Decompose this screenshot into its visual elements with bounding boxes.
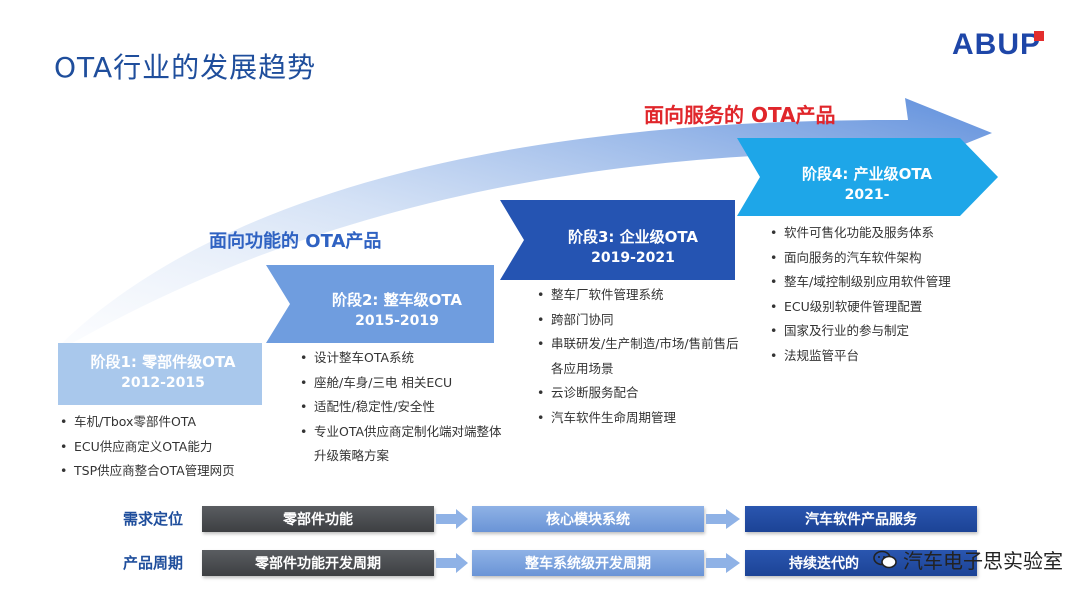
bullet: 面向服务的汽车软件架构 [770, 246, 1010, 271]
company-logo: ABUP [952, 28, 1045, 62]
flow-arrow-icon [706, 553, 740, 573]
bullet: 整车厂软件管理系统 [537, 283, 762, 308]
row-label-demand: 需求定位 [123, 510, 184, 528]
stage2-title: 阶段2: 整车级OTA [331, 291, 463, 309]
stage3-bullets: 整车厂软件管理系统 跨部门协同 串联研发/生产制造/市场/售前售后 各应用场景 … [537, 283, 762, 430]
bullet: 法规监管平台 [770, 344, 1010, 369]
stage1-header: 阶段1: 零部件级OTA 2012-2015 [58, 352, 268, 394]
bullet: 软件可售化功能及服务体系 [770, 221, 1010, 246]
bullet: 座舱/车身/三电 相关ECU [300, 371, 528, 396]
pill-component-dev-cycle: 零部件功能开发周期 [202, 550, 434, 576]
flow-arrow-icon [706, 509, 740, 529]
stage2-header: 阶段2: 整车级OTA 2015-2019 [286, 290, 508, 332]
bullet: ECU级别软硬件管理配置 [770, 295, 1010, 320]
stage1-years: 2012-2015 [121, 375, 205, 391]
stage3-title: 阶段3: 企业级OTA [567, 228, 699, 246]
stage1-bullets: 车机/Tbox零部件OTA ECU供应商定义OTA能力 TSP供应商整合OTA管… [60, 410, 270, 484]
flow-arrow-icon [436, 553, 468, 573]
stage2-bullets: 设计整车OTA系统 座舱/车身/三电 相关ECU 适配性/稳定性/安全性 专业O… [300, 346, 528, 469]
pill-component-function: 零部件功能 [202, 506, 434, 532]
flow-arrow-icon [436, 509, 468, 529]
stage2-years: 2015-2019 [355, 313, 439, 329]
stage4-years: 2021- [844, 187, 890, 203]
stage4-bullets: 软件可售化功能及服务体系 面向服务的汽车软件架构 整车/域控制级别应用软件管理 … [770, 221, 1010, 368]
stage4-title: 阶段4: 产业级OTA [801, 165, 933, 183]
stage2-block [266, 265, 494, 343]
watermark-text: 汽车电子思实验室 [903, 549, 1063, 573]
bullet: 专业OTA供应商定制化端对端整体 [300, 420, 528, 445]
row-label-cycle: 产品周期 [123, 554, 184, 572]
bullet-continuation: 升级策略方案 [314, 448, 390, 463]
bullet: 适配性/稳定性/安全性 [300, 395, 528, 420]
watermark: 汽车电子思实验室 [873, 545, 1063, 574]
stage4-header: 阶段4: 产业级OTA 2021- [756, 164, 978, 206]
bullet: TSP供应商整合OTA管理网页 [60, 459, 270, 484]
stage3-header: 阶段3: 企业级OTA 2019-2021 [518, 227, 748, 269]
bullet: 车机/Tbox零部件OTA [60, 410, 270, 435]
chat-bubble-icon [873, 550, 897, 568]
stage4-block [737, 138, 998, 216]
bullet: 串联研发/生产制造/市场/售前售后 [537, 332, 762, 357]
bullet: 汽车软件生命周期管理 [537, 406, 762, 431]
stage1-block [58, 343, 262, 405]
service-oriented-label: 面向服务的 OTA产品 [644, 103, 836, 127]
stage3-years: 2019-2021 [591, 250, 675, 266]
bullet: 跨部门协同 [537, 308, 762, 333]
bullet: 设计整车OTA系统 [300, 346, 528, 371]
function-oriented-label: 面向功能的 OTA产品 [209, 231, 382, 252]
stage3-block [500, 200, 735, 280]
pill-continuous-iteration: 持续迭代的 [745, 550, 977, 576]
pill-software-service: 汽车软件产品服务 [745, 506, 977, 532]
bullet-continuation: 各应用场景 [551, 360, 614, 376]
stage1-title: 阶段1: 零部件级OTA [90, 353, 236, 371]
bullet: 整车/域控制级别应用软件管理 [770, 270, 1010, 295]
pill-core-module: 核心模块系统 [472, 506, 704, 532]
pill-vehicle-dev-cycle: 整车系统级开发周期 [472, 550, 704, 576]
bullet: ECU供应商定义OTA能力 [60, 435, 270, 460]
page-title: OTA行业的发展趋势 [54, 51, 317, 84]
bullet: 国家及行业的参与制定 [770, 319, 1010, 344]
bullet: 云诊断服务配合 [537, 381, 762, 406]
